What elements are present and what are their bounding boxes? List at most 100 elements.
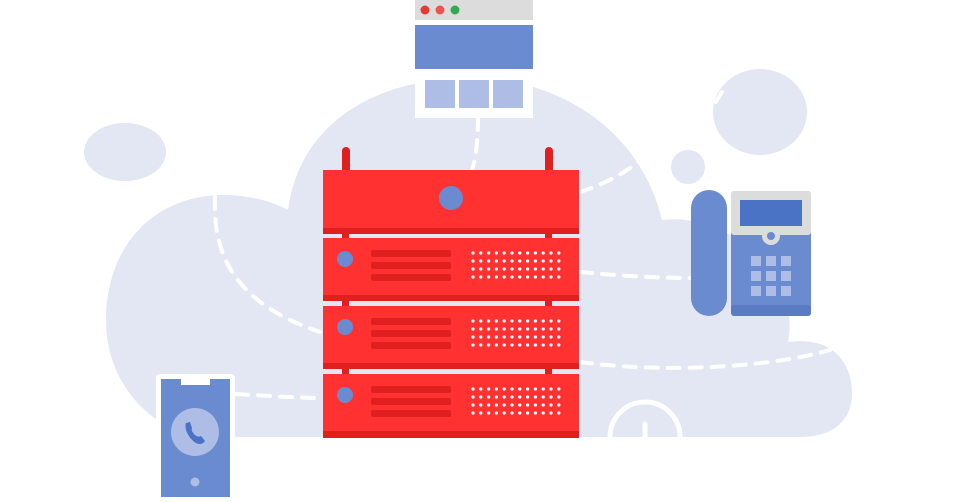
vent-dot (487, 335, 491, 339)
vent-dot (502, 387, 506, 391)
line-small-cloud-mark (714, 90, 724, 104)
vent-dot (526, 319, 530, 323)
vent-dot (526, 327, 530, 331)
vent-dot (510, 319, 514, 323)
vent-dot (526, 335, 530, 339)
vent-dot (526, 267, 530, 271)
line-left-loop (212, 195, 322, 334)
vent-dot (557, 327, 561, 331)
line-mobile-server (234, 392, 324, 400)
vent-dot (533, 267, 538, 271)
vent-dot (541, 403, 545, 407)
vent-dot (549, 395, 553, 399)
vent-dot (487, 343, 491, 347)
vent-dot (526, 251, 530, 255)
vent-dot (541, 411, 545, 415)
vent-dot (479, 327, 483, 331)
vent-dot (502, 403, 506, 407)
clock-icon (607, 399, 683, 440)
vent-dot (557, 335, 561, 339)
vent-dot (557, 319, 561, 323)
vent-dot (479, 251, 483, 255)
vent-dot (533, 395, 538, 399)
vent-dot (502, 319, 506, 323)
vent-dot (510, 251, 514, 255)
vent-dot (487, 275, 491, 279)
server-unit-2 (323, 306, 579, 369)
vent-grid-1 (471, 251, 561, 279)
vent-dot (557, 403, 561, 407)
vent-dot (471, 259, 475, 263)
phone-handset-icon (185, 422, 205, 445)
vent-dot (518, 275, 522, 279)
vent-dot (533, 251, 538, 255)
vent-dot (549, 411, 553, 415)
vent-dot (487, 319, 491, 323)
vent-dot (479, 319, 483, 323)
small-cloud-dot (671, 150, 705, 184)
vent-dot (471, 335, 475, 339)
vent-dot (479, 411, 483, 415)
vent-dot (533, 259, 538, 263)
vent-dot (502, 395, 506, 399)
server-unit-1 (323, 238, 579, 301)
antenna-right (545, 147, 553, 173)
vent-dot (518, 259, 522, 263)
vent-dot (502, 343, 506, 347)
vent-dot (533, 343, 538, 347)
vent-dot (487, 403, 491, 407)
vent-dot (510, 343, 514, 347)
status-light (439, 186, 463, 210)
vent-dot (549, 387, 553, 391)
vent-dot (487, 327, 491, 331)
vent-dot (471, 267, 475, 271)
vent-dot (541, 387, 545, 391)
vent-dot (479, 395, 483, 399)
vent-dot (502, 335, 506, 339)
vent-dot (510, 275, 514, 279)
vent-dot (518, 251, 522, 255)
vent-dot (471, 395, 475, 399)
desk-phone-handset (691, 190, 727, 316)
vent-dot (533, 319, 538, 323)
vent-dot (526, 343, 530, 347)
vent-dot (502, 259, 506, 263)
vent-dot (494, 327, 498, 331)
vent-dot (471, 327, 475, 331)
vent-dot (471, 319, 475, 323)
vent-dot (533, 275, 538, 279)
small-cloud-left (84, 123, 166, 181)
vent-dot (502, 411, 506, 415)
vent-dot (471, 275, 475, 279)
line-browser-server (470, 116, 480, 172)
vent-dot (549, 403, 553, 407)
vent-dot (549, 319, 553, 323)
vent-dot (518, 267, 522, 271)
vent-dot (510, 259, 514, 263)
vent-dot (526, 275, 530, 279)
vent-dot (487, 411, 491, 415)
vent-dot (479, 343, 483, 347)
vent-dot (479, 275, 483, 279)
connection-lines (212, 90, 832, 400)
vent-dot (533, 387, 538, 391)
line-server-right-bottom (578, 348, 832, 370)
vent-dot (526, 395, 530, 399)
mobile-home-button (190, 477, 200, 487)
vent-dot (541, 275, 545, 279)
vent-dot (518, 319, 522, 323)
vent-dot (479, 267, 483, 271)
vent-dot (549, 275, 553, 279)
vent-dot (510, 327, 514, 331)
vent-dot (494, 259, 498, 263)
vent-dot (510, 387, 514, 391)
vent-dot (518, 395, 522, 399)
vent-dot (518, 327, 522, 331)
vent-dot (494, 251, 498, 255)
vent-dot (549, 327, 553, 331)
vent-dot (526, 259, 530, 263)
vent-dot (494, 387, 498, 391)
vent-dot (479, 403, 483, 407)
vent-dot (494, 267, 498, 271)
